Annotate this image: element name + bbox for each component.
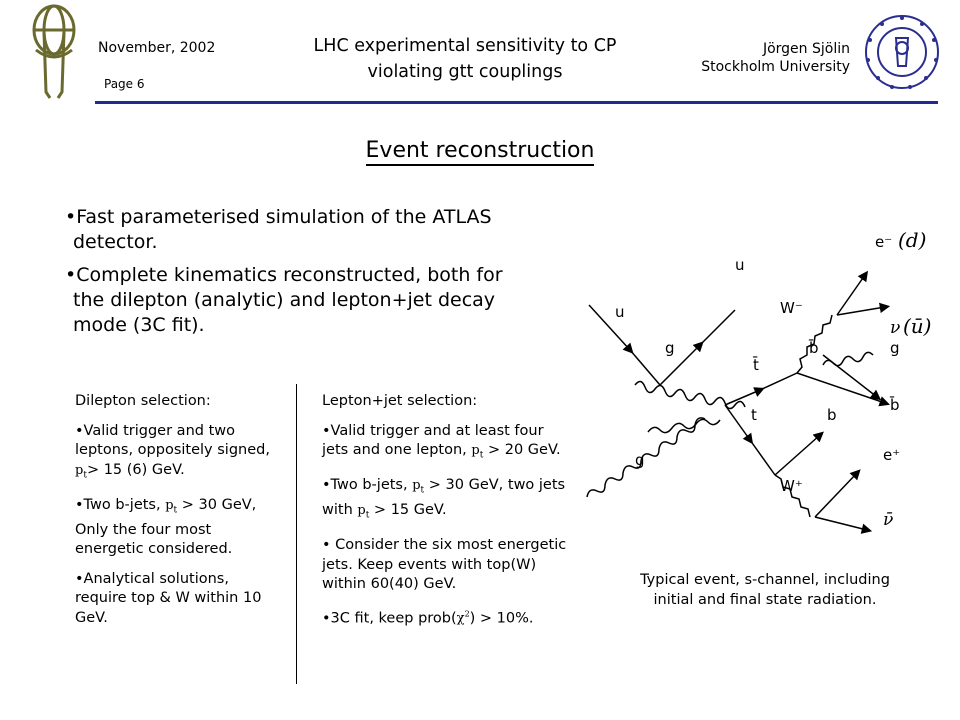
pt-symbol: pt <box>75 462 87 481</box>
slide-title: Event reconstruction <box>0 138 960 166</box>
dilepton-heading: Dilepton selection: <box>75 393 211 409</box>
author-affiliation: Stockholm University <box>701 59 850 75</box>
gluon-line <box>586 417 706 498</box>
label-b: b <box>827 406 837 424</box>
bullet-kinematics: •Complete kinematics reconstructed, both… <box>65 264 503 336</box>
antitop-line <box>724 387 765 406</box>
stockholm-university-seal <box>865 15 939 89</box>
label-g2: g <box>635 451 645 469</box>
quark-line-in <box>588 304 634 354</box>
label-ubar: (ū) <box>903 314 932 338</box>
quark-line-out <box>659 341 704 386</box>
leptonjet-item-bjets: •Two b-jets, pt > 30 GeV, two jets with … <box>322 477 566 521</box>
leptonjet-item-fit: •3C fit, keep prob(χ2) > 10%. <box>322 609 534 627</box>
label-g1: g <box>665 339 675 357</box>
bullet-simulation: •Fast parameterised simulation of the AT… <box>65 206 492 253</box>
label-g-rad: g <box>890 339 900 357</box>
label-e-plus: e⁺ <box>883 446 900 464</box>
header-date: November, 2002 <box>98 40 216 56</box>
author-block: Jörgen Sjölin Stockholm University <box>660 40 850 76</box>
pt-symbol: pt <box>471 443 484 461</box>
diagram-caption: Typical event, s-channel, including init… <box>640 572 890 608</box>
label-nu: ν <box>890 318 900 338</box>
label-u-in: u <box>615 303 625 321</box>
top-line <box>724 404 754 445</box>
b-quark-line <box>774 431 824 476</box>
label-e-minus: e⁻ <box>875 233 892 251</box>
leptonjet-heading: Lepton+jet selection: <box>322 393 478 409</box>
w-minus-boson <box>796 314 833 374</box>
label-w-minus: W⁻ <box>780 299 803 317</box>
gluon-line <box>647 418 721 434</box>
gluon-line <box>634 380 746 410</box>
header-rule <box>95 101 938 104</box>
pt-symbol: pt <box>165 497 178 516</box>
chi-squared-symbol: χ2 <box>456 609 470 627</box>
leptonjet-item-trigger: •Valid trigger and at least four jets an… <box>322 422 561 461</box>
label-u-out: u <box>735 256 745 274</box>
dilepton-item-analytic: •Analytical solutions, require top & W w… <box>75 570 262 626</box>
column-divider <box>296 384 297 684</box>
w-plus-boson <box>774 474 811 518</box>
label-nubar: ν̄ <box>883 510 893 530</box>
main-bullet-list: •Fast parameterised simulation of the AT… <box>65 205 535 346</box>
dilepton-selection: Dilepton selection: •Valid trigger and t… <box>75 392 280 638</box>
title-line-2: violating gtt couplings <box>367 62 563 82</box>
pt-symbol: pt <box>412 478 425 496</box>
gluon-line <box>822 351 874 367</box>
slide-title-text: Event reconstruction <box>365 138 595 166</box>
label-bbar-right: b̄ <box>890 395 900 414</box>
dilepton-item-bjets: •Two b-jets, pt > 30 GeV, Only the four … <box>75 496 257 558</box>
atlas-logo <box>32 4 76 99</box>
title-line-1: LHC experimental sensitivity to CP <box>313 36 617 56</box>
presentation-title: LHC experimental sensitivity to CP viola… <box>255 33 675 85</box>
feynman-diagram: u u g g t̄ t W⁻ b̄ b W⁺ e⁻ (d) ν (ū) g b… <box>586 228 932 534</box>
label-tbar: t̄ <box>753 355 759 374</box>
dilepton-item-trigger: •Valid trigger and two leptons, opposite… <box>75 422 270 481</box>
page-number: Page 6 <box>104 77 145 91</box>
label-w-plus: W⁺ <box>780 477 803 495</box>
leptonjet-item-six-jets: • Consider the six most energetic jets. … <box>322 537 567 593</box>
label-d: (d) <box>898 228 926 252</box>
label-t: t <box>751 406 757 424</box>
pt-symbol: pt <box>357 503 370 521</box>
author-name: Jörgen Sjölin <box>762 41 850 57</box>
leptonjet-selection: Lepton+jet selection: •Valid trigger and… <box>322 392 567 639</box>
label-bbar-top: b̄ <box>809 338 819 357</box>
